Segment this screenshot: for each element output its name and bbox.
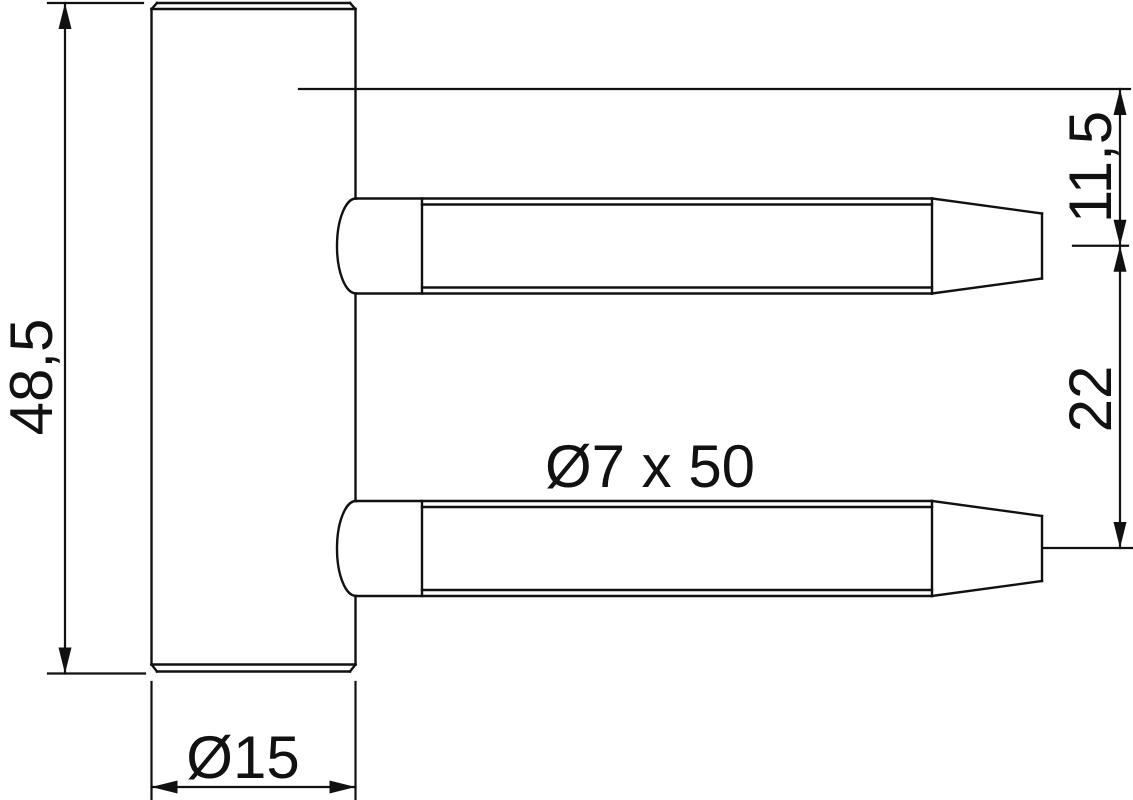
top-pin: [335, 197, 1044, 295]
offset-arrow-up: [1113, 89, 1127, 115]
height-dimension: 48,5: [0, 1, 147, 675]
barrel-chamfer-bottom-left: [149, 662, 159, 674]
offset-arrow-down: [1113, 219, 1127, 246]
bottom-pin-taper-top: [930, 499, 1044, 518]
height-arrow-up: [58, 3, 72, 29]
top-pin-dome-head: [335, 197, 358, 295]
top-pin-taper-bottom: [930, 277, 1044, 295]
diameter-arrow-right: [329, 780, 356, 794]
spacing-arrow-down: [1113, 522, 1127, 548]
spacing-dimension: 22: [1041, 245, 1133, 550]
offset-dimension-text: 11,5: [1057, 111, 1124, 223]
diameter-dimension-text: Ø15: [186, 724, 299, 791]
height-dimension-text: 48,5: [0, 319, 65, 436]
bottom-pin-dome-head: [335, 499, 358, 598]
barrel-outline: [149, 1, 358, 674]
offset-dimension: 11,5: [297, 87, 1132, 550]
diameter-arrow-left: [151, 780, 178, 794]
height-arrow-down: [58, 647, 72, 674]
bottom-pin-taper-bottom: [930, 579, 1044, 598]
bottom-pin: [335, 499, 1044, 598]
spacing-arrow-up: [1113, 245, 1127, 272]
pin-spec-text: Ø7 x 50: [545, 433, 755, 500]
barrel-chamfer-bottom-right: [348, 662, 358, 674]
spacing-dimension-text: 22: [1057, 366, 1124, 433]
pin-spec-label: Ø7 x 50: [545, 433, 755, 500]
top-pin-taper-top: [930, 197, 1044, 215]
diameter-dimension: Ø15: [150, 680, 357, 800]
